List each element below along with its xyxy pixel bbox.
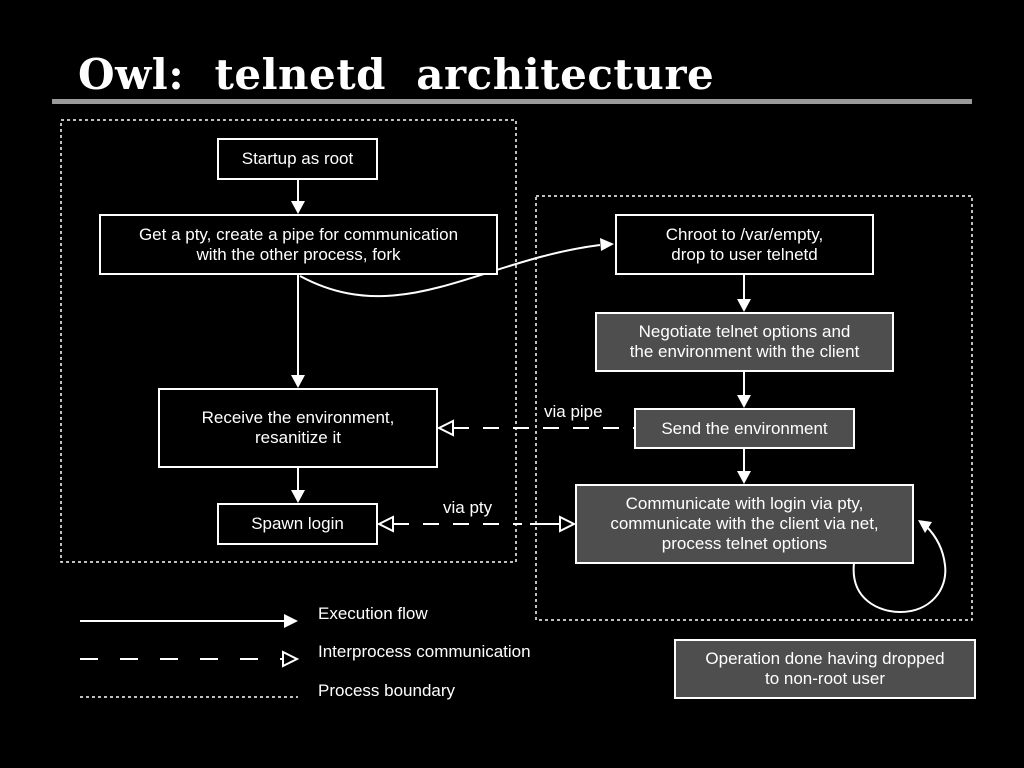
legend-ipc-label: Interprocess communication [318,642,531,661]
legend-execution-arrowhead [284,614,298,628]
arrowhead [918,520,932,533]
flow-self-loop [852,525,947,614]
node-send-env: Send the environment [634,408,855,449]
ipc-pipe-arrowhead [436,419,454,437]
node-startup: Startup as root [217,138,378,180]
node-label: Communicate with login via pty, communic… [610,494,879,553]
root-process-boundary [60,119,517,563]
flow-fork-curve [299,244,601,298]
legend-execution-label: Execution flow [318,604,428,623]
legend-ipc-arrowhead [282,650,300,668]
ipc-pty-arrowhead-right [559,515,577,533]
slide-title: Owl: telnetd architecture [78,50,715,99]
child-process-boundary [535,195,973,621]
arrowhead [600,238,614,251]
legend-boundary-label: Process boundary [318,681,456,700]
arrowhead [291,490,305,503]
node-chroot: Chroot to /var/empty, drop to user telne… [615,214,874,275]
title-rule [52,99,972,104]
arrowhead [291,375,305,388]
node-get-pty: Get a pty, create a pipe for communicati… [99,214,498,275]
node-negotiate: Negotiate telnet options and the environ… [595,312,894,372]
legend-non-root-label: Operation done having dropped to non-roo… [705,649,945,688]
node-spawn-login: Spawn login [217,503,378,545]
node-receive-env: Receive the environment, resanitize it [158,388,438,468]
ipc-pty-arrowhead-left [376,515,394,533]
legend-non-root-box: Operation done having dropped to non-roo… [674,639,976,699]
ipc-pipe-label: via pipe [544,402,603,421]
node-label: Chroot to /var/empty, drop to user telne… [665,224,824,264]
node-communicate: Communicate with login via pty, communic… [575,484,914,564]
node-label: Send the environment [661,418,828,438]
node-label: Spawn login [251,514,344,533]
node-label: Receive the environment, resanitize it [201,408,395,447]
arrowhead [737,471,751,484]
arrowhead [291,201,305,214]
arrowhead [737,299,751,312]
arrowhead [737,395,751,408]
node-label: Negotiate telnet options and the environ… [629,322,860,361]
node-label: Startup as root [241,149,354,168]
ipc-pty-label: via pty [443,498,493,517]
node-label: Get a pty, create a pipe for communicati… [138,224,459,264]
